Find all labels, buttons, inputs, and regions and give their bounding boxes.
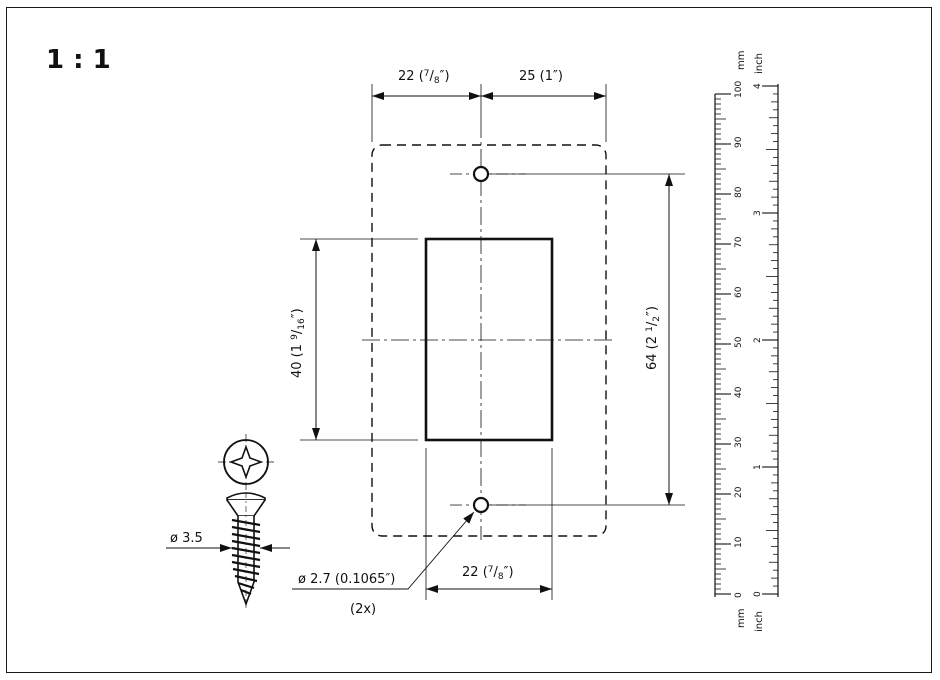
ruler-mm-unit-top: mm — [736, 51, 747, 70]
bottom-mounting-hole — [472, 496, 490, 514]
rectangular-cutout — [424, 237, 554, 442]
ruler-mm-labels: 0 10 20 30 40 50 60 70 80 90 100 — [734, 81, 744, 598]
dim-top-right-label: 25 (1″) — [519, 69, 563, 84]
ruler-mm-label: 60 — [734, 286, 744, 298]
ruler-inch-unit-top: inch — [754, 53, 765, 74]
ruler-mm-label: 30 — [734, 436, 744, 448]
ruler-mm-label: 40 — [734, 386, 744, 398]
dim-bottom-width-label: 22 (7/8″) — [462, 565, 514, 582]
ruler-mm-label: 70 — [734, 236, 744, 248]
ruler-inch-label: 3 — [753, 210, 763, 216]
dim-hole-spacing-label: 64 (2 1/2″) — [645, 306, 662, 370]
dim-top-left-label: 22 (7/8″) — [398, 69, 450, 86]
hole-diameter-label: ø 2.7 (0.1065″) — [298, 572, 395, 587]
ruler-mm-unit-bottom: mm — [736, 609, 747, 628]
hole-count-label: (2x) — [350, 602, 376, 617]
top-mounting-hole — [472, 165, 490, 183]
ruler-mm-label: 10 — [734, 536, 744, 548]
ruler-inch-label: 2 — [753, 337, 763, 343]
ruler-mm-label: 100 — [734, 81, 744, 98]
faceplate-outline — [371, 144, 607, 537]
ruler-inch-labels: 0 1 2 3 4 — [753, 83, 763, 597]
ruler-inch-label: 4 — [753, 83, 763, 89]
ruler-mm-label: 50 — [734, 336, 744, 348]
ruler-mm-label: 80 — [734, 186, 744, 198]
ruler-mm-label: 90 — [734, 136, 744, 148]
screw-head-top-view — [218, 434, 274, 490]
screw-side-view-icon — [226, 492, 266, 608]
screw-diameter-label: ø 3.5 — [170, 531, 203, 546]
ruler-mm-label: 0 — [734, 592, 744, 598]
ruler-inch-ticks — [762, 85, 778, 595]
drawing-frame — [6, 7, 932, 673]
ruler-inch-label: 1 — [753, 464, 763, 470]
scale-ratio-label: 1 : 1 — [46, 45, 111, 75]
dim-cutout-height-label: 40 (1 9/16″) — [290, 308, 307, 378]
ruler-mm-ticks — [715, 93, 731, 595]
ruler-inch-unit-bottom: inch — [754, 611, 765, 632]
hole-diameter-leader — [292, 511, 475, 590]
ruler-inch-label: 0 — [753, 591, 763, 597]
ruler-mm-label: 20 — [734, 486, 744, 498]
